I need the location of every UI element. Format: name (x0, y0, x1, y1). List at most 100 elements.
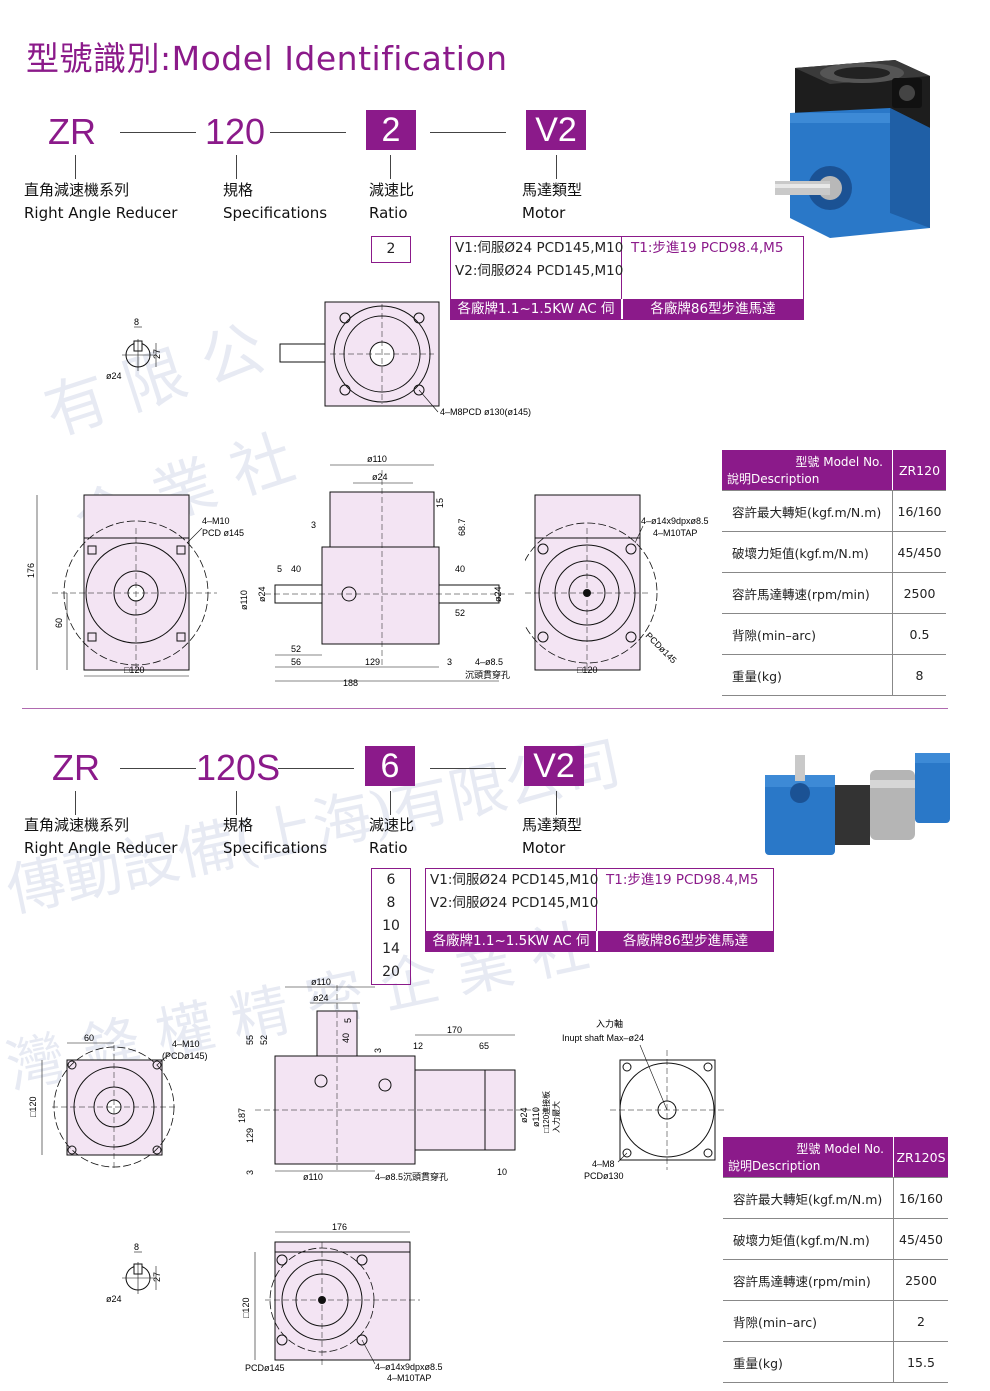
dim-label: ø24 (519, 1107, 529, 1123)
m10-label: 4–M10 (172, 1039, 200, 1049)
left-pcd-label: PCD ø145 (202, 528, 244, 538)
drawing-top-view-1: 4–M8PCD ø130(ø145) (279, 301, 531, 417)
height-176-label: 176 (26, 563, 36, 578)
key-height-label: 27 (152, 349, 162, 359)
spec-row: 背隙(min–arc)0.5 (722, 613, 946, 655)
tick (236, 155, 237, 179)
spec-row: 容許馬達轉速(rpm/min)2500 (723, 1259, 948, 1301)
right-holes-label: 4–ø14x9dpxø8.5 (641, 516, 709, 526)
height-60-label: 60 (54, 618, 64, 628)
ratio-option: 2 (386, 241, 396, 257)
ratio-option: 8 (386, 895, 396, 911)
dim-label: ø24 (313, 993, 329, 1003)
sq120-label: □120 (241, 1298, 251, 1318)
dim-label: 3 (245, 1170, 255, 1175)
ratio-code: 6 (365, 746, 415, 786)
tick (75, 791, 76, 815)
dim-label: 176 (332, 1222, 347, 1232)
tick (390, 791, 391, 815)
code-connector (120, 132, 196, 133)
motor-code: V2 (524, 746, 584, 786)
dim-label: 188 (343, 678, 358, 688)
stepper-footer: 各廠牌86型步進馬達 (598, 931, 773, 951)
drawing-motor-end-view-2: 入力軸 Inupt shaft Max–ø24 4–M8 PCDø130 (562, 1018, 725, 1181)
drawing-shaft-key-2: 8 27 ø24 (106, 1242, 162, 1304)
motor-option-v2: V2:伺服Ø24 PCD145,M10 (455, 263, 624, 279)
ratio-code: 2 (366, 110, 416, 150)
spec-table-zr120: 型號 Model No. 說明Description ZR120 容許最大轉矩(… (722, 450, 946, 696)
spec-row: 破壞力矩值(kgf.m/N.m)45/450 (723, 1218, 948, 1260)
dim-label: 15 (435, 498, 445, 508)
spec-row: 重量(kg)15.5 (723, 1341, 948, 1383)
tap-label: 4–M10TAP (387, 1373, 431, 1383)
key-height-label: 27 (152, 1272, 162, 1282)
dim-label: 3 (447, 657, 452, 667)
spec-row: 容許馬達轉速(rpm/min)2500 (722, 572, 946, 614)
stepper-footer: 各廠牌86型步進馬達 (623, 299, 803, 319)
drawing-right-view-1: 4–ø14x9dpxø8.5 4–M10TAP PCDø145 □120 (525, 494, 709, 675)
motor-option-v1: V1:伺服Ø24 PCD145,M10 (455, 240, 624, 256)
drawing-bottom-view-2: 176 □120 PCDø145 4–ø14x9dpxø8.5 4–M10TAP (241, 1222, 443, 1383)
code-connector (278, 768, 354, 769)
spec-code: 120S (196, 747, 281, 788)
right-pcd-label: PCDø145 (644, 630, 679, 665)
dim-label: 40 (455, 564, 465, 574)
bore-zh-label: 沉頭貫穿孔 (465, 669, 510, 680)
dim-label: 12 (413, 1041, 423, 1051)
spec-row: 容許最大轉矩(kgf.m/N.m)16/160 (722, 490, 946, 532)
header-desc-label: 說明Description (728, 1159, 821, 1173)
dim-label: 52 (291, 644, 301, 654)
pcd-label: (PCDø145) (162, 1051, 208, 1061)
dim-label: ø110 (311, 977, 331, 987)
ratio-options: 6 8 10 14 20 (371, 868, 411, 985)
tick (556, 155, 557, 179)
motor-option-t1: T1:步進19 PCD98.4,M5 (606, 872, 759, 888)
header-desc-label: 說明Description (727, 472, 820, 486)
dim-label: 40 (341, 1033, 351, 1043)
pcd145-label: PCDø145 (245, 1363, 285, 1373)
shaft-diameter-label: ø24 (106, 371, 122, 381)
dim-label: 187 (237, 1108, 247, 1123)
product-photo-zr120s (765, 753, 950, 855)
spec-row: 破壞力矩值(kgf.m/N.m)45/450 (722, 531, 946, 573)
dim-label: 60 (84, 1033, 94, 1043)
dim-label: 170 (447, 1025, 462, 1035)
holes-label: 4–ø14x9dpxø8.5 (375, 1362, 443, 1372)
code-connector (120, 768, 196, 769)
tick (75, 155, 76, 179)
right-square-label: □120 (577, 665, 597, 675)
dim-label: 5 (277, 564, 282, 574)
code-connector (430, 768, 506, 769)
spec-code: 120 (205, 111, 266, 152)
tick (236, 791, 237, 815)
right-tap-label: 4–M10TAP (653, 528, 697, 538)
dim-label: 3 (373, 1048, 383, 1053)
spec-row: 容許最大轉矩(kgf.m/N.m)16/160 (723, 1177, 948, 1219)
drawing-front-view-2: 60 4–M10 (PCDø145) □120 (28, 1033, 208, 1170)
header-model-label: 型號 Model No. (796, 1142, 884, 1156)
spec-row: 重量(kg)8 (722, 654, 946, 696)
spec-row: 背隙(min–arc)2 (723, 1300, 948, 1342)
dim-label: 129 (365, 657, 380, 667)
section-divider (22, 708, 948, 709)
motor-code: V2 (526, 110, 586, 150)
motor-option-v2: V2:伺服Ø24 PCD145,M10 (430, 895, 599, 911)
tick (556, 791, 557, 815)
servo-footer: 各廠牌1.1~1.5KW AC 伺服 (426, 931, 596, 969)
motor-option-v1: V1:伺服Ø24 PCD145,M10 (430, 872, 599, 888)
shaft-diameter-label: ø24 (106, 1294, 122, 1304)
series-code: ZR (52, 747, 100, 788)
servo-footer: 各廠牌1.1~1.5KW AC 伺服 (451, 299, 621, 337)
dim-label: 68.7 (457, 518, 467, 536)
drawing-side-view-1: ø110 ø24 15 68.7 3 ø110 ø24 5 40 52 56 1… (239, 454, 515, 688)
dim-label: 40 (291, 564, 301, 574)
product-photo-zr120 (775, 60, 930, 238)
dim-label: 56 (291, 657, 301, 667)
drawing-shaft-key-1: 8 27 ø24 (106, 317, 162, 381)
drawing-left-view-1: 4–M10 PCD ø145 176 60 □120 (26, 494, 244, 677)
